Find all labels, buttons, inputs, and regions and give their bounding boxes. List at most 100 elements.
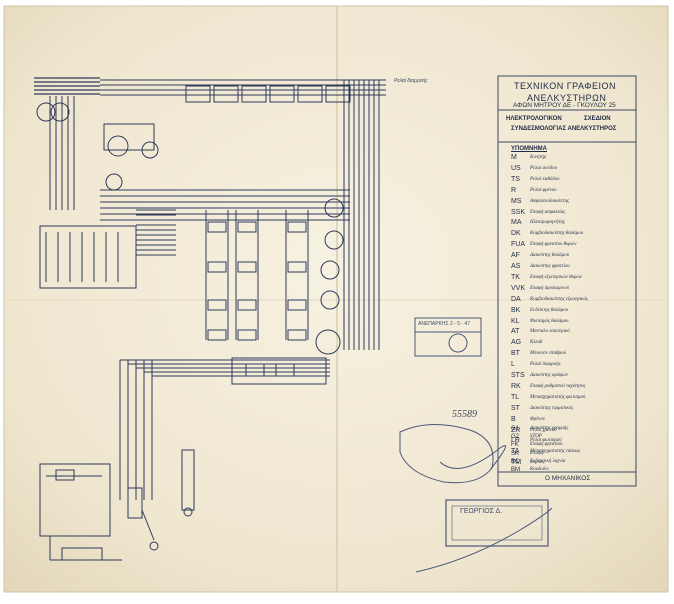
- relay-contactor: [297, 85, 323, 103]
- legend-code: TS: [511, 175, 520, 183]
- motor-symbol: [50, 102, 70, 122]
- controller-box: [103, 123, 155, 151]
- title-line-2: ΑΝΕΛΚΥΣΤΗΡΩΝ: [527, 93, 607, 103]
- limit-switch: [320, 260, 340, 280]
- floor-button: [207, 261, 227, 273]
- legend-code: AT: [511, 328, 520, 336]
- subtitle-line-2: ΣΥΝΔΕΣΜΟΛΟΓΙΑΣ ΑΝΕΛΚΥΣΤΗΡΟΣ: [511, 126, 617, 132]
- legend-extra-description: STOP: [530, 434, 542, 440]
- legend-description: Διακόπτης φρεατίου: [530, 264, 570, 269]
- floor-button: [237, 261, 257, 273]
- stamp-bottom-text: ΓΕΩΡΓΙΟΣ Δ.: [460, 508, 503, 515]
- subtitle-left: ΗΛΕΚΤΡΟΛΟΓΙΚΟΝ: [506, 116, 562, 122]
- floor-button: [287, 299, 307, 311]
- limit-switch: [320, 290, 340, 310]
- stamp-number: 55589: [452, 409, 477, 420]
- legend-description: Επαφή εξωτερικών θυρών: [530, 274, 583, 280]
- legend-description: Επαφή φρεατίου θυρών: [530, 242, 577, 248]
- floor-button: [237, 329, 257, 341]
- floor-button: [237, 299, 257, 311]
- legend-description: Επαφή προσωρινού: [530, 285, 569, 291]
- legend-code: STS: [511, 372, 525, 379]
- limit-switch: [324, 198, 344, 218]
- legend-code: LR: [511, 437, 520, 445]
- legend-description: Κομβιοδιακόπτης θαλάμου: [530, 231, 584, 237]
- legend-description: Μετασχηματιστής τάσεως: [530, 449, 581, 455]
- limit-switch: [324, 230, 344, 250]
- legend-extra-code: G1: [511, 426, 520, 432]
- car-cabin: [39, 463, 111, 537]
- control-relay: [245, 363, 265, 377]
- legend-description: Φωτισμός θαλάμου: [530, 318, 569, 324]
- top-right-note: Ρελαί διαρροής: [394, 78, 428, 84]
- wire-network: [34, 77, 386, 561]
- legend-description: Ρελαί καθόδου: [530, 176, 560, 182]
- legend-description: Μανταλο εσωτερικό: [530, 329, 570, 335]
- cabin-label-box: [61, 547, 103, 561]
- relay-contactor: [213, 85, 239, 103]
- legend-code: TM: [511, 459, 522, 467]
- legend-description: Ασφαλειοδιακόπτης: [530, 198, 569, 204]
- legend-extra-description: Ενδεικτική λυχνία: [530, 458, 566, 464]
- legend-code: AF: [511, 252, 520, 260]
- title-address: ΑΦΩΝ ΜΗΤΡΟΥ ΔΕ - ΓΚΟΥΛΟΥ 25: [513, 102, 616, 109]
- component-symbols: [36, 85, 351, 561]
- legend-code: TK: [511, 273, 520, 281]
- legend-code: MA: [511, 219, 522, 227]
- legend-code: BT: [511, 350, 520, 358]
- stamp-round: [399, 423, 507, 484]
- legend-code: M: [511, 154, 517, 161]
- legend-description: Μετασχηματιστής φωτισμού: [530, 394, 586, 400]
- relay-contactor: [269, 85, 295, 103]
- limit-switch: [315, 329, 341, 355]
- brake-symbol: [105, 173, 123, 191]
- legend-description: Ρελαί ανόδου: [530, 165, 557, 171]
- legend-code: RK: [511, 382, 521, 390]
- legend-code: VVK: [511, 284, 526, 292]
- legend-description: Ρελαί φωτισμού: [530, 438, 562, 444]
- stamp-small-text: ΑΝΕΠΑΡΚΗΣ 2 - 5 - 47: [418, 321, 470, 327]
- legend-extra-description: Επαφή φρεατίου: [530, 442, 563, 448]
- pit-contact: [149, 541, 159, 551]
- relay-contactor: [185, 85, 211, 103]
- legend-code: KL: [511, 317, 520, 325]
- legend-extra-code: SK: [511, 450, 520, 457]
- legend-extra-code: FK: [511, 442, 519, 449]
- legend-description: Ενδείκτης θαλάμου: [530, 307, 569, 313]
- floor-button: [237, 221, 257, 233]
- shaft-contact: [183, 507, 193, 517]
- legend-extra-description: Επαφή: [530, 450, 544, 456]
- floor-button: [207, 221, 227, 233]
- engineer-footer: Ο ΜΗΧΑΝΙΚΟΣ: [545, 475, 591, 482]
- legend-code: AG: [511, 339, 522, 347]
- floor-button: [287, 261, 307, 273]
- floor-button: [207, 299, 227, 311]
- legend-code: FUA: [511, 241, 525, 249]
- terminal-block: [39, 225, 137, 289]
- pit-wire: [141, 509, 155, 541]
- floor-button: [207, 329, 227, 341]
- relay-contactor: [325, 85, 351, 103]
- legend-code: R: [511, 186, 517, 194]
- legend-code: TL: [511, 393, 520, 401]
- legend-extra-description: Κουδούνι: [530, 467, 549, 472]
- subtitle-right: ΣΧΕΔΙΟΝ: [584, 116, 611, 122]
- legend-code: AS: [511, 263, 521, 270]
- legend-extra-code: BC: [511, 458, 520, 465]
- legend-code: ZR: [511, 426, 521, 434]
- title-line-1: ΤΕΧΝΙΚΟΝ ΓΡΑΦΕΙΟΝ: [514, 81, 616, 91]
- legend-code: ST: [511, 404, 520, 412]
- legend-code: BK: [511, 306, 521, 314]
- transformer-symbol: [107, 135, 129, 157]
- legend-description: Ρελαί διαρροής: [530, 362, 561, 368]
- legend-description: Ηλεκτρομαγνήτης: [530, 220, 565, 226]
- legend-code: DA: [511, 295, 521, 303]
- legend-code: MS: [511, 197, 522, 205]
- pit-terminal: [127, 487, 143, 519]
- paper-background: [3, 5, 669, 593]
- legend-description: Διακόπτης τερματικός: [530, 405, 574, 411]
- legend-extra-description: Διακόπτης γραμμής: [530, 426, 569, 431]
- legend-code: SSK: [511, 208, 526, 216]
